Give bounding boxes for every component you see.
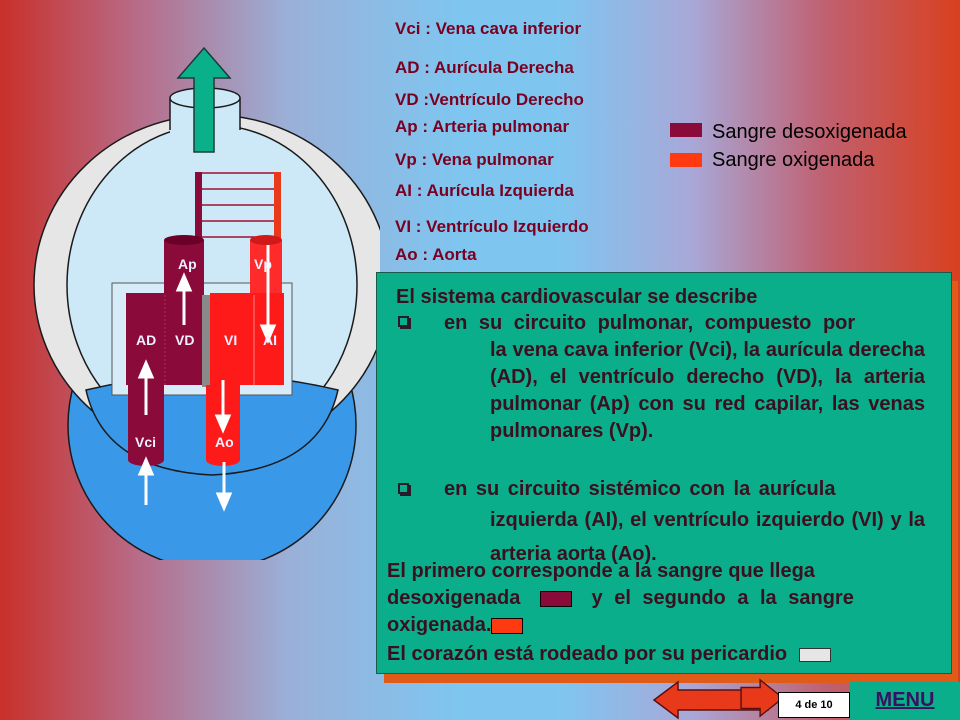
- bullet-icon: [398, 316, 409, 327]
- label-oxygenated: Sangre oxigenada: [712, 149, 875, 171]
- legend-ap: Ap : Arteria pulmonar: [395, 117, 570, 136]
- bullet2-body: izquierda (AI), el ventrículo izquierdo …: [490, 509, 925, 565]
- label-vi: VI: [224, 332, 238, 348]
- label-ad: AD: [136, 332, 157, 348]
- legend-vd: VD :Ventrículo Derecho: [395, 90, 584, 109]
- label-vp: Vp: [254, 256, 272, 272]
- septum: [202, 295, 210, 387]
- left-heart: [210, 293, 284, 385]
- summary-second: y el segundo a la sangre: [591, 587, 854, 609]
- swatch-deoxygenated: [670, 123, 702, 137]
- page-indicator: 4 de 10: [778, 692, 850, 718]
- inline-swatch-deoxygenated: [539, 590, 572, 607]
- label-ai: AI: [263, 332, 277, 348]
- pericardium-line: El corazón está rodeado por su pericardi…: [387, 641, 831, 668]
- label-ap: Ap: [178, 256, 197, 272]
- description-panel: [376, 272, 952, 674]
- inline-swatch-pericardium: [798, 647, 831, 662]
- label-vd: VD: [175, 332, 195, 348]
- summary-line3: oxigenada.: [387, 612, 524, 639]
- summary-deoxygenated: desoxigenada: [387, 587, 521, 609]
- legend-ao: Ao : Aorta: [395, 245, 477, 264]
- bullet1-body: la vena cava inferior (Vci), la aurícula…: [490, 339, 925, 442]
- legend-vi: VI : Ventrículo Izquierdo: [395, 217, 589, 236]
- inline-swatch-oxygenated: [491, 617, 524, 634]
- heart-diagram: [33, 46, 380, 560]
- label-vci: Vci: [135, 434, 157, 450]
- vp-vessel: [250, 240, 282, 300]
- next-page-button[interactable]: [740, 678, 785, 718]
- legend-ai: AI : Aurícula Izquierda: [395, 181, 574, 200]
- outflow-arrow-icon: [176, 46, 232, 153]
- summary-line2: desoxigenada y el segundo a la sangre: [387, 585, 919, 612]
- swatch-oxygenated: [670, 153, 702, 167]
- label-ao: Ao: [215, 434, 234, 450]
- summary-line1: El primero corresponde a la sangre que l…: [387, 560, 815, 582]
- legend-vp: Vp : Vena pulmonar: [395, 150, 554, 169]
- bullet-icon: [398, 483, 409, 494]
- pericardium-text: El corazón está rodeado por su pericardi…: [387, 643, 788, 665]
- legend-vci: Vci : Vena cava inferior: [395, 19, 582, 38]
- bullet1-lead: en su circuito pulmonar, compuesto por: [444, 312, 856, 334]
- legend-ad: AD : Aurícula Derecha: [395, 58, 574, 77]
- label-deoxygenated: Sangre desoxigenada: [712, 121, 907, 143]
- summary-oxygenated: oxigenada.: [387, 614, 492, 636]
- bullet2-lead: en su circuito sistémico con la aurícula: [444, 478, 836, 500]
- panel-heading: El sistema cardiovascular se describe: [396, 286, 758, 308]
- menu-button[interactable]: MENU: [850, 682, 960, 720]
